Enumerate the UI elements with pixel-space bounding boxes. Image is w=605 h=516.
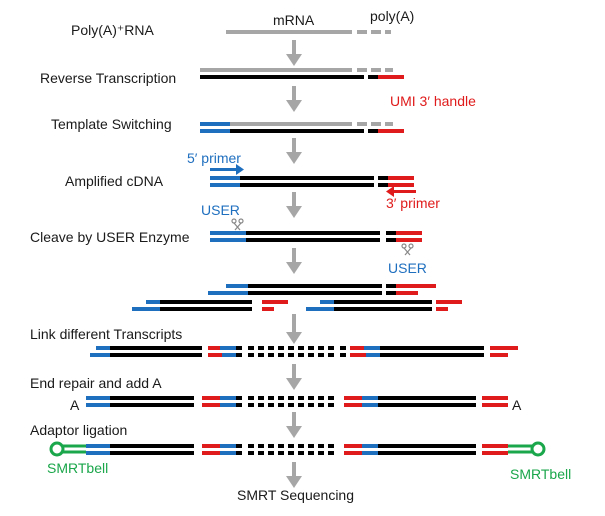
- polya-label: poly(A): [370, 8, 414, 24]
- flow-arrow-2: [286, 86, 302, 112]
- smrtbell-left-hairpin: [49, 441, 86, 457]
- primer5-label: 5′ primer: [187, 150, 241, 166]
- primer5-arrowhead: [236, 164, 244, 175]
- linked-gap-dashes: [248, 346, 334, 357]
- flow-arrow-4: [286, 192, 302, 218]
- step-label-amplified-cdna: Amplified cDNA: [65, 173, 164, 189]
- mrna-strand: [226, 30, 391, 34]
- a-overhang-left-label: A: [70, 397, 80, 413]
- flow-arrow-1: [286, 40, 302, 66]
- primer3-arrowhead: [386, 186, 394, 197]
- step-label-smrt-sequencing: SMRT Sequencing: [237, 487, 354, 503]
- primer3-label: 3′ primer: [386, 195, 440, 211]
- amplified-cdna-strand: [210, 164, 416, 197]
- sticky-end-fragments: [132, 284, 462, 311]
- flow-arrow-3: [286, 138, 302, 164]
- cleaved-strand: [210, 218, 422, 256]
- adaptor-ligated-concatemer: [49, 441, 546, 457]
- user-label-left: USER: [201, 202, 240, 218]
- smrtbell-right-hairpin: [508, 441, 546, 457]
- scissors-icon: [231, 218, 244, 231]
- umi-handle-label: UMI 3′ handle: [390, 93, 476, 109]
- step-label-template-switching: Template Switching: [51, 116, 172, 132]
- rt-strand-pair: [200, 68, 404, 79]
- a-overhang-right-label: A: [512, 397, 522, 413]
- mrna-label: mRNA: [273, 12, 315, 28]
- scissors-icon-right: [401, 243, 414, 256]
- template-switch-strand-pair: [200, 122, 404, 133]
- flow-arrow-7: [286, 364, 302, 390]
- smrtbell-right-label: SMRTbell: [510, 466, 571, 482]
- flow-arrow-6: [286, 314, 302, 344]
- flow-arrow-9: [286, 462, 302, 488]
- step-label-link-transcripts: Link different Transcripts: [30, 326, 182, 342]
- step-label-adaptor-ligation: Adaptor ligation: [30, 422, 127, 438]
- flow-arrows: [286, 40, 302, 488]
- flow-arrow-5: [286, 248, 302, 274]
- flow-arrow-8: [286, 412, 302, 438]
- end-repaired-concatemer: [86, 396, 508, 407]
- linked-concatemer: [90, 346, 518, 357]
- ligation-gap-dashes: [248, 444, 334, 455]
- step-label-cleave-user: Cleave by USER Enzyme: [30, 229, 190, 245]
- smrtbell-left-label: SMRTbell: [47, 460, 108, 476]
- user-label-right: USER: [388, 260, 427, 276]
- step-label-reverse-transcription: Reverse Transcription: [40, 70, 176, 86]
- step-label-end-repair: End repair and add A: [30, 375, 162, 391]
- end-repair-gap-dashes: [248, 396, 334, 407]
- step-label-polya-rna: Poly(A)⁺RNA: [71, 22, 155, 38]
